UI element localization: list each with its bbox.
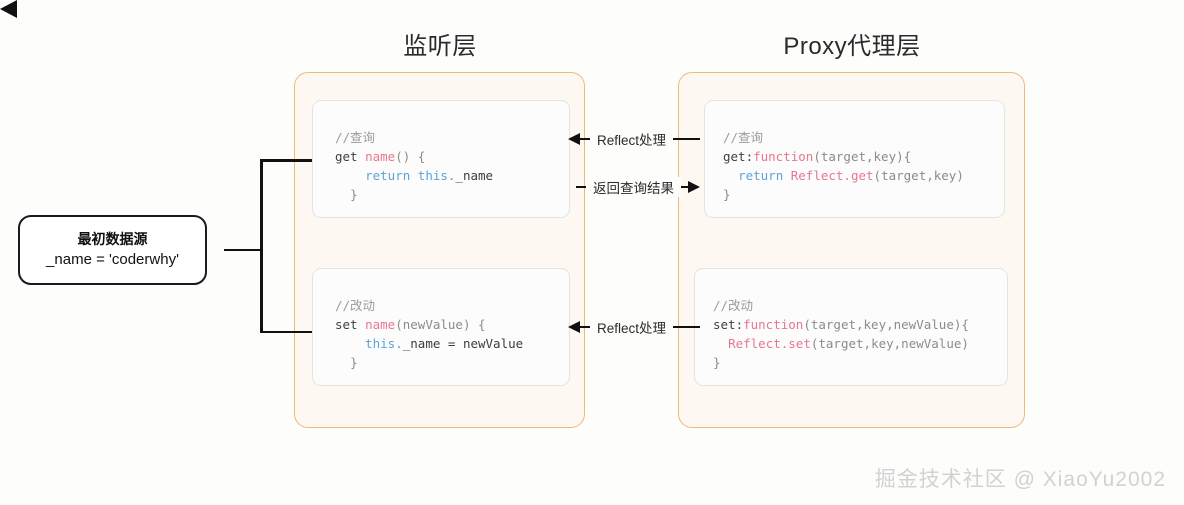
connector-vertical-line	[260, 159, 263, 333]
code-key: set:	[713, 317, 744, 332]
arrow-segment	[576, 185, 586, 189]
arrowhead-left-icon	[568, 321, 580, 333]
code-property: _name	[455, 168, 494, 183]
code-comment: //查询	[723, 130, 764, 145]
column-title-proxy: Proxy代理层	[783, 33, 921, 60]
code-key: get:	[723, 149, 754, 164]
arrow-label-reflect-get: Reflect处理	[590, 129, 674, 149]
connector-mid-line	[224, 248, 262, 252]
code-punctuation: (newValue) {	[395, 317, 486, 332]
code-card-proxy-get: //查询 get:function(target,key){ return Re…	[704, 100, 1005, 218]
code-args: (target,key,newValue)	[810, 336, 969, 351]
code-keyword-function: function	[743, 317, 804, 332]
code-reflect-set: Reflect.set	[728, 336, 811, 351]
code-card-listen-getter: //查询 get name() { return this._name }	[312, 100, 570, 218]
column-title-listen: 监听层	[403, 33, 477, 60]
arrow-segment	[681, 185, 688, 189]
code-keyword-this: this.	[365, 336, 403, 351]
datasource-value: _name = 'coderwhy'	[46, 251, 179, 268]
code-card-proxy-set: //改动 set:function(target,key,newValue){ …	[694, 268, 1008, 386]
code-identifier: name	[365, 149, 396, 164]
connector-top-stub	[260, 159, 312, 162]
code-punctuation: () {	[395, 149, 426, 164]
datasource-box: 最初数据源 _name = 'coderwhy'	[18, 215, 207, 285]
arrow-return-query: 返回查询结果	[576, 177, 700, 197]
code-reflect-get: Reflect.get	[790, 168, 874, 183]
code-card-listen-setter: //改动 set name(newValue) { this._name = n…	[312, 268, 570, 386]
connector-bottom-stub	[260, 330, 312, 334]
code-keyword-return: return this.	[365, 168, 456, 183]
code-params: (target,key){	[813, 149, 912, 164]
arrow-segment	[580, 325, 590, 329]
arrow-reflect-set: Reflect处理	[568, 317, 700, 337]
arrowhead-right-icon	[688, 181, 700, 193]
code-listen-setter: //改动 set name(newValue) { this._name = n…	[335, 296, 523, 372]
code-comment: //改动	[713, 298, 754, 313]
code-brace: }	[350, 355, 358, 370]
code-params: (target,key,newValue){	[803, 317, 969, 332]
code-brace: }	[350, 187, 358, 202]
arrow-segment	[673, 325, 700, 329]
arrow-reflect-get: Reflect处理	[568, 129, 700, 149]
arrow-segment	[580, 137, 590, 141]
datasource-title: 最初数据源	[77, 231, 148, 247]
arrow-label-return-query: 返回查询结果	[586, 177, 681, 197]
code-keyword-function: function	[753, 149, 814, 164]
code-args: (target,key)	[873, 168, 964, 183]
arrowhead-left-icon	[568, 133, 580, 145]
code-keyword-return: return	[738, 168, 791, 183]
code-keyword: get	[335, 149, 358, 164]
code-comment: //查询	[335, 130, 376, 145]
arrow-segment	[673, 137, 700, 141]
code-brace: }	[723, 187, 731, 202]
code-proxy-get: //查询 get:function(target,key){ return Re…	[723, 128, 964, 204]
arrow-label-reflect-set: Reflect处理	[590, 317, 674, 337]
connector-arrowhead-left-icon	[0, 0, 17, 18]
code-keyword: set	[335, 317, 358, 332]
code-comment: //改动	[335, 298, 376, 313]
code-identifier: name	[365, 317, 396, 332]
code-listen-getter: //查询 get name() { return this._name }	[335, 128, 493, 204]
code-assignment: _name = newValue	[402, 336, 524, 351]
watermark: 掘金技术社区 @ XiaoYu2002	[874, 468, 1166, 491]
code-proxy-set: //改动 set:function(target,key,newValue){ …	[713, 296, 969, 372]
code-brace: }	[713, 355, 721, 370]
